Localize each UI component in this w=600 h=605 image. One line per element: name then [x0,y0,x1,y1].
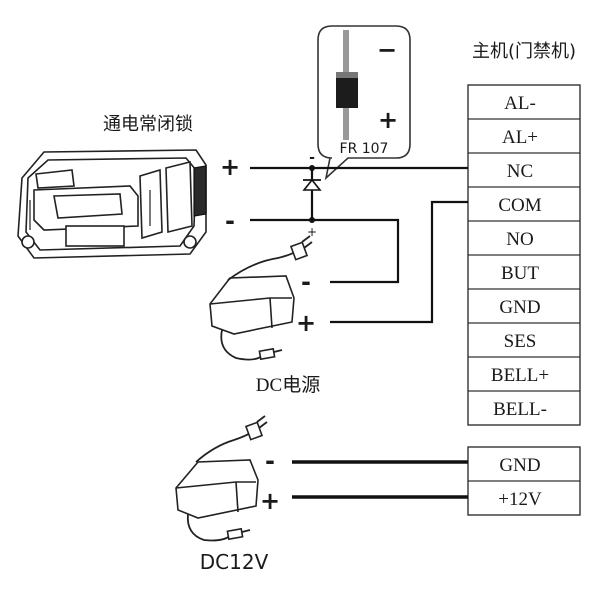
dc12v-adapter-illustration [175,415,268,542]
host-terminal-but: BUT [501,263,539,284]
lock-plus-sign: + [220,153,240,181]
dc-power-plus-sign: + [296,309,316,337]
host-terminal-al: AL+ [502,127,538,148]
diode-top-minus: - [309,150,315,166]
dc12v-label: DC12V [200,550,269,574]
host-terminal-nc: NC [507,161,533,182]
wire-power-plus-com [330,200,468,324]
wire-lock-minus-power-minus [250,218,400,284]
host-terminal-ses: SES [504,331,537,352]
electric-lock-illustration [17,149,207,259]
host-terminal-gnd: GND [499,297,540,318]
host-title: 主机(门禁机) [472,41,576,62]
host-terminal-bell: BELL+ [491,365,549,386]
dc-power-label: DC电源 [256,374,320,396]
dc12v-minus-sign: - [265,447,275,475]
dc-power-adapter-illustration [209,235,313,361]
dc12v-plus-sign: + [260,487,280,515]
power-terminal-12v: +12V [498,489,542,510]
lock-title: 通电常闭锁 [103,114,193,135]
diode-minus-sign: − [377,36,397,64]
host-terminal-bell: BELL- [493,399,547,420]
host-terminal-no: NO [506,229,533,250]
diode-part-number: FR 107 [340,141,389,157]
host-terminal-com: COM [498,195,541,216]
host-terminal-block: AL- AL+ NC COM NO BUT GND SES BELL+ BELL- [467,84,581,426]
diode-symbol: - + [302,150,322,239]
diode-callout: − + FR 107 [317,25,411,181]
host-terminal-al: AL- [504,93,536,114]
lock-minus-sign: - [225,207,235,235]
diode-body [336,72,358,108]
diode-bottom-plus: + [307,225,317,239]
dc-power-minus-sign: - [301,268,311,296]
diode-plus-sign: + [378,106,398,134]
power-terminal-block: GND +12V [467,446,581,516]
power-terminal-gnd: GND [499,455,540,476]
